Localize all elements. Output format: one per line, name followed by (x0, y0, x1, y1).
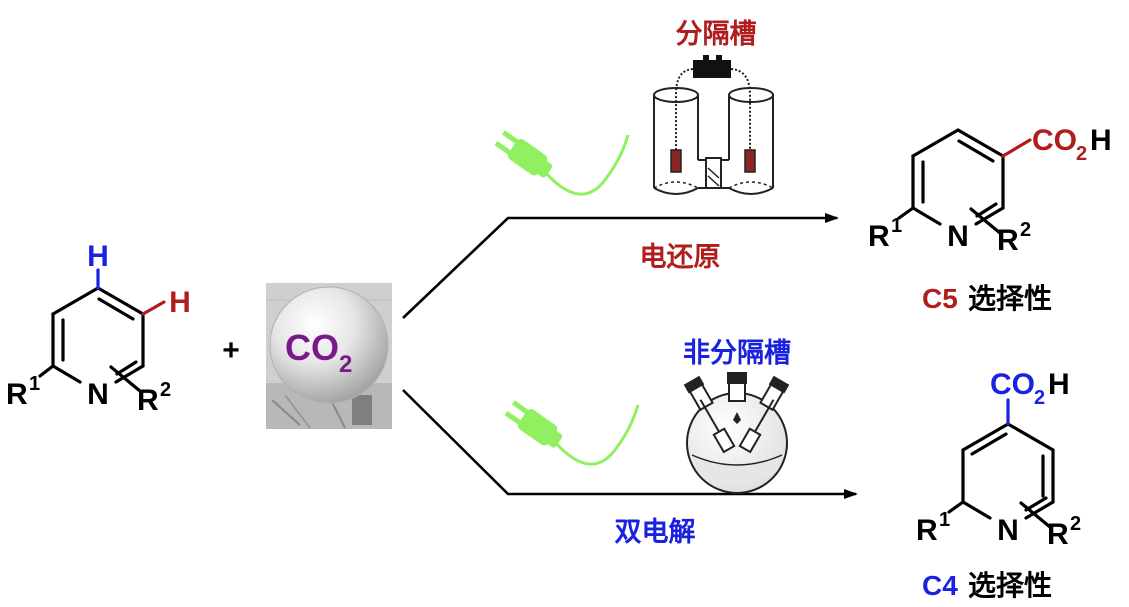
undivided-flask-icon (683, 372, 790, 494)
reactant-pyridine: H H N R 1 R 2 (6, 240, 191, 417)
product-c4-carboxylation: CO 2 H N R 1 R 2 C4 选择性 (916, 368, 1081, 602)
bond (51, 364, 82, 384)
c5-carboxyl-h: H (1090, 124, 1112, 157)
undivided-cell-label: 非分隔槽 (683, 338, 791, 369)
electroreduction-label: 电还原 (640, 242, 721, 273)
bond-to-h-side (141, 300, 166, 316)
divided-cell-icon (653, 55, 774, 195)
double-bond-inner (97, 297, 135, 321)
c4-n-label: N (997, 514, 1019, 547)
c5-r1-label: R (868, 220, 890, 253)
c5-r2-superscript: 2 (1020, 219, 1031, 241)
c5-selectivity-suffix: 选择性 (968, 282, 1052, 315)
c4-r2-label: R (1047, 518, 1069, 551)
c5-carboxyl-subscript: 2 (1076, 143, 1087, 165)
c5-n-label: N (947, 220, 969, 253)
c5-selectivity-prefix: C5 (922, 283, 958, 314)
arrow-top (402, 213, 839, 319)
r1-superscript: 1 (29, 373, 40, 395)
c4-carboxyl-h: H (1048, 368, 1070, 401)
h-top-label: H (87, 240, 109, 273)
r2-label: R (137, 384, 159, 417)
c4-selectivity-prefix: C4 (922, 570, 958, 601)
arrow-bottom (402, 389, 858, 499)
c4-r1-label: R (916, 514, 938, 547)
double-bond-inner (115, 360, 138, 376)
balloon (269, 286, 389, 404)
c4-selectivity-suffix: 选择性 (968, 569, 1052, 602)
n-label: N (87, 378, 109, 411)
paired-electrolysis-label: 双电解 (615, 517, 696, 548)
r2-substituent-bond (109, 365, 142, 393)
co2-balloon-photo: CO 2 (266, 283, 392, 429)
c4-carboxyl-subscript: 2 (1034, 387, 1045, 409)
top-power-plug-icon (494, 130, 630, 196)
c4-carboxyl-co: CO (990, 368, 1035, 401)
bond (96, 286, 145, 316)
c5-r2-label: R (997, 224, 1019, 257)
r2-superscript: 2 (160, 379, 171, 401)
c5-carboxyl-co: CO (1032, 124, 1077, 157)
product-c5-carboxylation: CO 2 H N R 1 R 2 C5 选择性 (868, 124, 1112, 315)
c4-r2-superscript: 2 (1070, 513, 1081, 535)
power-supply (693, 60, 731, 78)
balloon-co2-subscript: 2 (339, 351, 352, 378)
r1-label: R (6, 378, 28, 411)
bond-to-r1 (38, 364, 55, 378)
h-side-label: H (169, 286, 191, 319)
divided-cell-label: 分隔槽 (676, 19, 757, 50)
bond (114, 364, 145, 384)
balloon-co2-label: CO (285, 327, 339, 368)
c5-r1-superscript: 1 (891, 215, 902, 237)
plus-sign: + (222, 334, 240, 367)
bond (51, 286, 100, 316)
c4-r1-superscript: 1 (939, 509, 950, 531)
bottom-power-plug-icon (504, 400, 640, 466)
